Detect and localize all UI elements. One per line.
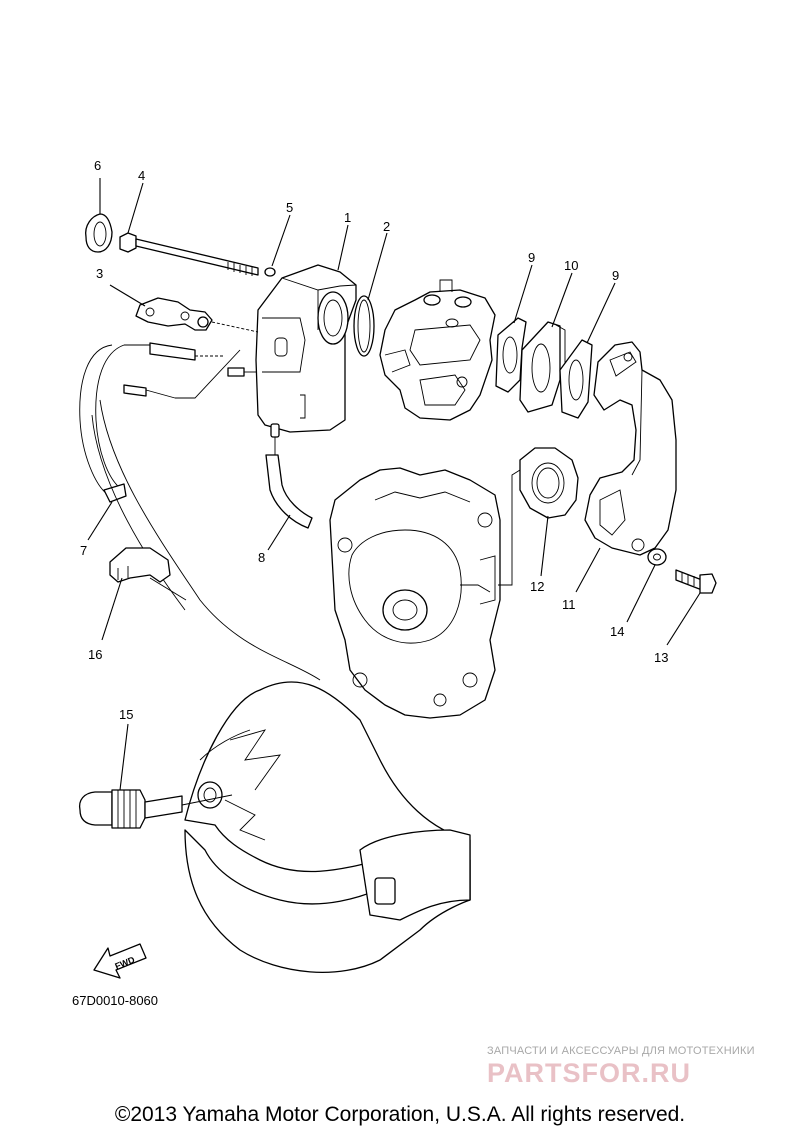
watermark-tagline: ЗАПЧАСТИ И АКСЕССУАРЫ ДЛЯ МОТОТЕХНИКИ [487, 1045, 755, 1057]
spacer-plate [519, 321, 566, 413]
carburetor [379, 279, 496, 421]
callout-9a: 9 [528, 250, 535, 265]
washer-5 [264, 267, 276, 277]
callout-labels: 1 2 3 4 5 6 7 8 9 10 9 11 12 13 14 15 16 [80, 158, 668, 722]
intake-manifold [584, 341, 677, 556]
intake-silencer [255, 264, 357, 438]
callout-1: 1 [344, 210, 351, 225]
hose-7 [79, 342, 321, 681]
grommet-6 [85, 213, 113, 253]
callout-7: 7 [80, 543, 87, 558]
callout-12: 12 [530, 579, 544, 594]
leader-lines [87, 178, 701, 806]
callout-5: 5 [286, 200, 293, 215]
hose-clamp-3 [135, 297, 213, 331]
callout-11: 11 [562, 597, 576, 612]
gasket-right [559, 339, 593, 419]
callout-4: 4 [138, 168, 145, 183]
copyright-notice: ©2013 Yamaha Motor Corporation, U.S.A. A… [114, 1103, 686, 1126]
callout-6: 6 [94, 158, 101, 173]
long-bolt-4 [119, 232, 259, 276]
hose-clip-16 [109, 547, 171, 583]
callout-16: 16 [88, 647, 102, 662]
diagram-code: 67D0010-8060 [72, 993, 159, 1008]
callout-3: 3 [96, 266, 103, 281]
watermark-brand: PARTSFOR.RU [487, 1058, 691, 1088]
drain-plug-15 [78, 789, 183, 829]
elbow-joint [227, 367, 245, 377]
callout-9b: 9 [612, 268, 619, 283]
gasket-12 [519, 447, 579, 519]
callout-13: 13 [654, 650, 668, 665]
callout-15: 15 [119, 707, 133, 722]
hose-fitting [123, 384, 147, 397]
cylinder-block [329, 467, 501, 719]
hose-8 [265, 454, 313, 529]
fwd-arrow-icon: FWD [93, 943, 147, 979]
callout-8: 8 [258, 550, 265, 565]
callout-14: 14 [610, 624, 624, 639]
bolt-13 [675, 569, 717, 594]
callout-10: 10 [564, 258, 578, 273]
lower-casing [184, 681, 471, 973]
callout-2: 2 [383, 219, 390, 234]
o-ring [353, 295, 375, 357]
washer-14 [647, 548, 667, 566]
